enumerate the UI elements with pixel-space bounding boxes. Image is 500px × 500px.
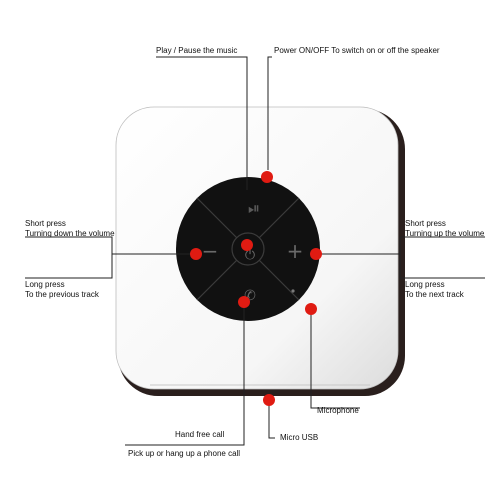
line-call (125, 306, 245, 446)
marker-volume-down (190, 248, 202, 260)
label-next-track: To the next track (405, 290, 464, 299)
line-microphone (310, 312, 360, 409)
label-long-press-left: Long press (25, 280, 65, 289)
label-microphone: Microphone (317, 406, 359, 415)
line-volume-up-short (316, 236, 485, 255)
leader-lines (25, 56, 485, 446)
play-pause-icon[interactable]: ⏯ (248, 199, 260, 217)
label-long-press-right: Long press (405, 280, 445, 289)
volume-up-icon[interactable]: + (287, 239, 304, 263)
volume-down-icon[interactable]: − (202, 239, 219, 263)
microphone-hole (291, 289, 295, 293)
marker-call (238, 296, 250, 308)
label-pick-up: Pick up or hang up a phone call (128, 449, 241, 458)
marker-power (261, 171, 273, 183)
markers (190, 171, 322, 406)
line-volume-down-bracket (25, 236, 113, 279)
marker-play-pause (241, 239, 253, 251)
label-power: Power ON/OFF To switch on or off the spe… (274, 46, 440, 55)
label-prev-track: To the previous track (25, 290, 99, 299)
label-micro-usb: Micro USB (280, 433, 319, 442)
line-power (267, 56, 272, 170)
line-play-pause (156, 56, 248, 190)
panel-dividers (196, 197, 300, 301)
label-turn-up: Turning up the volume (405, 229, 485, 238)
marker-volume-up (310, 248, 322, 260)
label-turn-down: Turning down the volume (25, 229, 115, 238)
center-ring (231, 232, 265, 266)
marker-usb (263, 394, 275, 406)
label-short-press-right: Short press (405, 219, 446, 228)
label-play-pause: Play / Pause the music (156, 46, 238, 55)
line-usb (268, 404, 275, 439)
call-icon[interactable]: ✆ (244, 288, 256, 304)
power-icon[interactable]: ⏻ (245, 248, 255, 263)
label-hand-free: Hand free call (175, 430, 225, 439)
line-volume-up-long (399, 254, 485, 279)
marker-microphone (305, 303, 317, 315)
label-short-press-left: Short press (25, 219, 66, 228)
